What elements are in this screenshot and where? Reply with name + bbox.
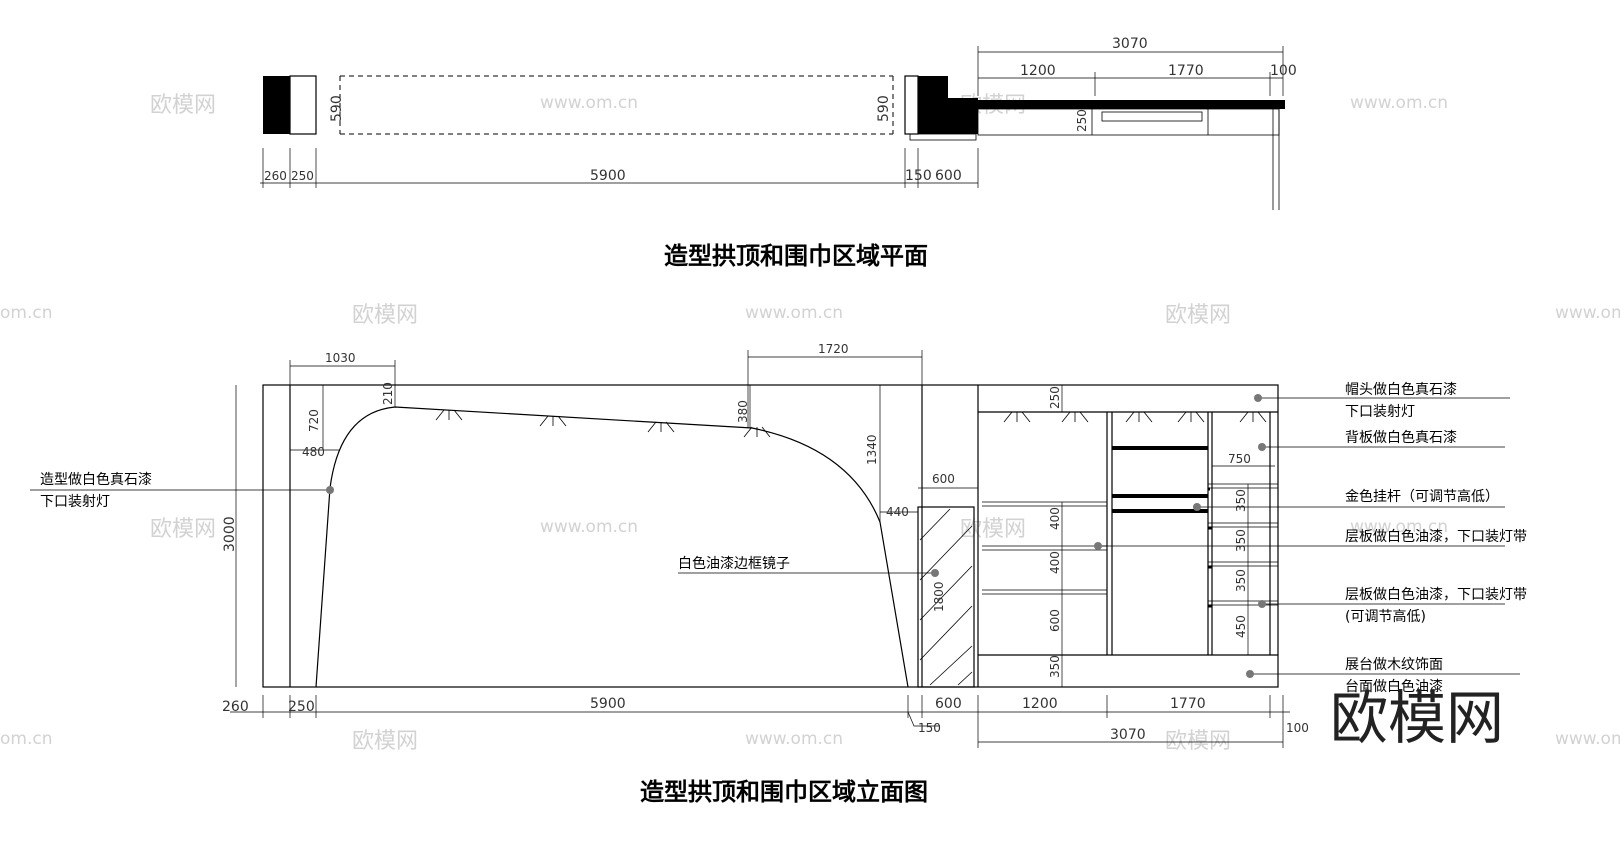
- watermark-url: www.om.cn: [1350, 93, 1448, 113]
- brand-logo: 欧模网: [1330, 684, 1504, 752]
- dim-label: 590: [876, 95, 892, 122]
- dim-label: 150: [918, 721, 941, 735]
- note-shelf-adjustable-2: (可调节高低): [1345, 608, 1426, 625]
- watermark-url: www.om.cn: [540, 93, 638, 113]
- plan-wardrobe-top: [978, 100, 1285, 109]
- dim-label: 100: [1286, 721, 1309, 735]
- watermark-url: www.om.cn: [745, 729, 843, 749]
- mirror-hatch: [919, 508, 973, 686]
- dim-label: 1340: [865, 434, 879, 465]
- dim-label: 600: [1048, 609, 1062, 632]
- watermark-brand: 欧模网: [150, 93, 216, 118]
- dim-label: 1800: [932, 581, 946, 612]
- dim-label: 3070: [1112, 36, 1148, 52]
- dim-label: 250: [1075, 109, 1089, 132]
- callout-leaders: [30, 397, 1520, 675]
- dim-label: 400: [1048, 507, 1062, 530]
- dim-label: 150: [905, 168, 932, 184]
- watermark-url: www.om.cn: [540, 517, 638, 537]
- watermark-brand: 欧模网: [150, 517, 216, 542]
- dim-label: 210: [381, 382, 395, 405]
- plan-left-column: [263, 76, 290, 134]
- watermark-brand: 欧模网: [960, 517, 1026, 542]
- elevation-outline: [262, 384, 1279, 688]
- plan-right-jamb: [904, 75, 919, 135]
- callout-dots: [326, 394, 1266, 678]
- dim-label: 750: [1228, 452, 1251, 466]
- dim-label: 590: [329, 95, 345, 122]
- watermark-url: www.om.cn: [1555, 303, 1620, 323]
- downlights: [435, 409, 1267, 438]
- dim-label: 600: [935, 168, 962, 184]
- plan-right-column: [918, 76, 978, 134]
- elevation-title: 造型拱顶和围巾区域立面图: [640, 777, 928, 806]
- dim-label: 5900: [590, 168, 626, 184]
- watermark-brand: 欧模网: [1165, 303, 1231, 328]
- dim-label: 3000: [222, 516, 238, 552]
- watermark-brand: 欧模网: [352, 729, 418, 754]
- dim-label: 600: [935, 696, 962, 712]
- dim-label: 400: [1048, 551, 1062, 574]
- dim-label: 380: [736, 400, 750, 423]
- dim-label: 3070: [1110, 727, 1146, 743]
- dim-label: 350: [1234, 489, 1248, 512]
- note-left-1: 造型做白色真石漆: [40, 471, 152, 488]
- dim-label: 260: [222, 699, 249, 715]
- watermarks: 欧模网 www.om.cn 欧模网 www.om.cn om.cn 欧模网 ww…: [0, 93, 1620, 754]
- dim-label: 5900: [590, 696, 626, 712]
- dim-label: 720: [307, 409, 321, 432]
- dim-label: 250: [291, 169, 314, 183]
- dim-label: 600: [932, 472, 955, 486]
- watermark-url: www.om.cn: [745, 303, 843, 323]
- note-display-1: 展台做木纹饰面: [1345, 657, 1443, 673]
- watermark-url: om.cn: [0, 303, 53, 323]
- dim-label: 1720: [818, 342, 849, 356]
- watermark-brand: 欧模网: [1165, 729, 1231, 754]
- note-shelf: 层板做白色油漆，下口装灯带: [1345, 528, 1527, 545]
- shelves-left: [982, 501, 1107, 595]
- note-shelf-adjustable-1: 层板做白色油漆，下口装灯带: [1345, 586, 1527, 603]
- plan-title: 造型拱顶和围巾区域平面: [664, 241, 928, 270]
- mirror: [917, 506, 975, 688]
- dim-label: 450: [1234, 615, 1248, 638]
- watermark-url: om.cn: [0, 729, 53, 749]
- dim-label: 1030: [325, 351, 356, 365]
- watermark-url: www.om.cn: [1555, 729, 1620, 749]
- note-back-panel: 背板做白色真石漆: [1345, 429, 1457, 446]
- note-display-2: 台面做白色油漆: [1345, 678, 1443, 695]
- watermark-brand: 欧模网: [352, 303, 418, 328]
- plan-left-jamb: [289, 75, 317, 135]
- plan-view: 3070 1200 1770 100 590 590 250 260 250 5…: [260, 36, 1297, 270]
- hanging-rods: [1112, 446, 1208, 513]
- dim-label: 1200: [1022, 696, 1058, 712]
- dim-label: 350: [1048, 655, 1062, 678]
- arch-opening: [315, 406, 909, 688]
- note-cap-1: 帽头做白色真石漆: [1345, 381, 1457, 398]
- note-cap-2: 下口装射灯: [1345, 404, 1415, 420]
- watermark-url: www.om.cn: [1350, 517, 1448, 537]
- dim-label: 350: [1234, 569, 1248, 592]
- dim-label: 100: [1270, 63, 1297, 79]
- dim-label: 250: [288, 699, 315, 715]
- dim-label: 250: [1048, 386, 1062, 409]
- note-left-2: 下口装射灯: [40, 494, 110, 510]
- elevation-view: 1030 1720 210 720 480 380 1340 3000 600 …: [30, 342, 1527, 806]
- dim-label: 1200: [1020, 63, 1056, 79]
- note-mirror: 白色油漆边框镜子: [678, 555, 790, 572]
- dim-label: 1770: [1170, 696, 1206, 712]
- dim-label: 1770: [1168, 63, 1204, 79]
- dim-label: 480: [302, 445, 325, 459]
- dim-label: 350: [1234, 529, 1248, 552]
- note-hanging-rod: 金色挂杆（可调节高低）: [1345, 488, 1499, 505]
- shelves-right: [1208, 483, 1278, 606]
- dim-label: 440: [886, 505, 909, 519]
- dim-label: 260: [264, 169, 287, 183]
